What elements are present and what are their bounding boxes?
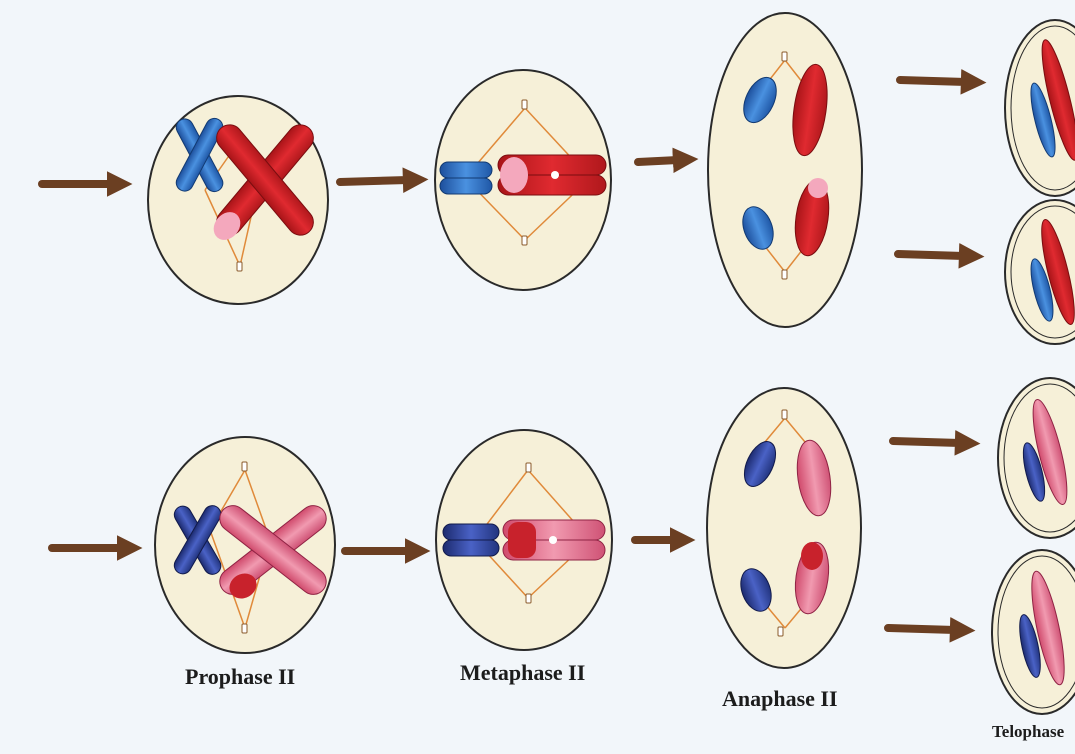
label-prophase-ii: Prophase II [185, 664, 295, 690]
cell-prophase-top [148, 96, 328, 304]
arrow-metaphase-to-anaphase-top [638, 160, 678, 162]
cell-anaphase-bottom [707, 388, 861, 668]
cell-anaphase-top [708, 13, 862, 327]
blue-chromosome [440, 162, 492, 194]
cell-prophase-bottom [155, 437, 335, 653]
label-metaphase-ii: Metaphase II [460, 660, 585, 686]
dark-blue-chromosome [443, 524, 499, 556]
cell-telophase-3 [998, 378, 1075, 538]
cell-telophase-1 [1005, 20, 1075, 196]
pink-chromosome [503, 520, 605, 560]
cell-metaphase-top [435, 70, 611, 290]
arrow-anaphase-to-telophase-4 [888, 628, 955, 630]
arrow-anaphase-to-telophase-1 [900, 80, 966, 82]
label-telophase: Telophase [992, 722, 1064, 742]
red-chromosome [498, 155, 606, 195]
cell-metaphase-bottom [436, 430, 612, 650]
label-anaphase-ii: Anaphase II [722, 686, 838, 712]
cell-telophase-2 [1005, 200, 1075, 344]
arrow-anaphase-to-telophase-3 [893, 441, 960, 443]
cell-telophase-4 [992, 550, 1075, 714]
arrow-anaphase-to-telophase-2 [898, 254, 964, 256]
arrow-prophase-to-metaphase-top [340, 180, 408, 182]
